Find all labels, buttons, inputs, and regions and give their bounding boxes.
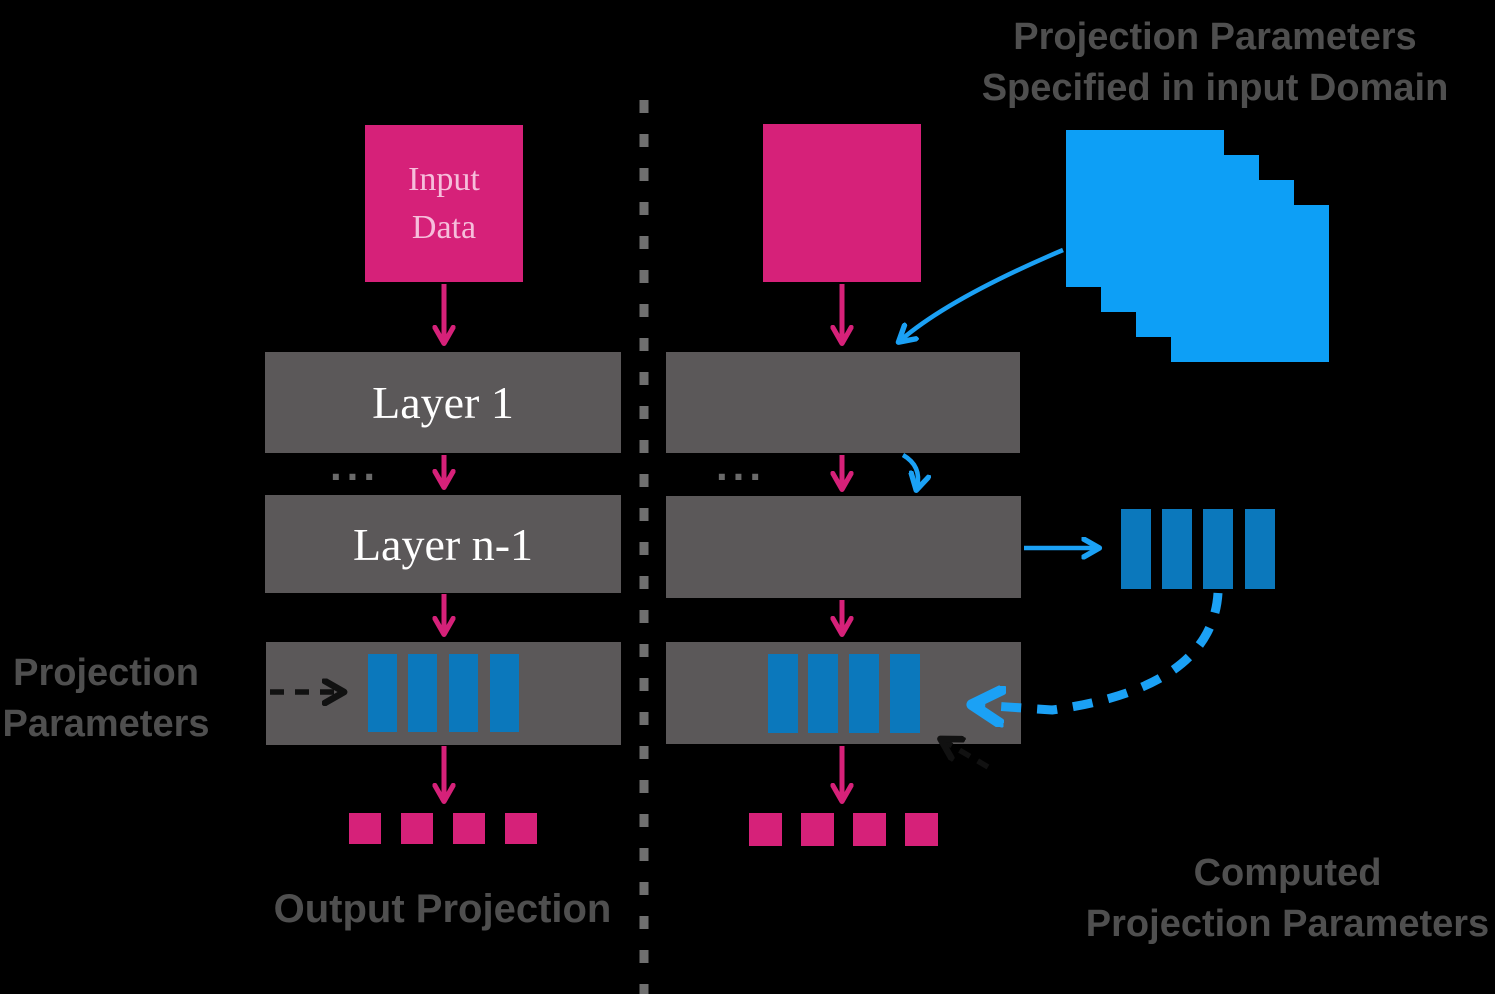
projection-layer-box-right (666, 642, 1021, 744)
layer1-label-left: Layer 1 (372, 377, 514, 428)
layer1-to-layern1-blue-arrow (901, 453, 918, 487)
param-bar (368, 654, 397, 732)
computed-param-bar (1121, 509, 1151, 589)
output-square (401, 813, 433, 844)
layer1-box-left: Layer 1 (265, 352, 621, 453)
param-bar (490, 654, 519, 732)
projection-parameters-label-left: Projection Parameters (2, 652, 210, 746)
computed-param-bar (1162, 509, 1192, 589)
output-square (905, 813, 938, 846)
computed-param-bar (1203, 509, 1233, 589)
output-square (853, 813, 886, 846)
layer-n-1-box-right (666, 496, 1021, 598)
param-bar (890, 654, 920, 733)
output-projection-label: Output Projection (273, 887, 612, 931)
sheet-to-layer1-arrow (901, 247, 1064, 340)
param-bar (768, 654, 798, 733)
param-bar (408, 654, 437, 732)
projection-params-pointer-arrow-right (944, 741, 990, 770)
projection-layer-box-left (266, 642, 621, 745)
output-square (749, 813, 782, 846)
layer-n-1-box-left: Layer n-1 (265, 495, 621, 593)
input-data-box: Input Data (365, 125, 523, 282)
title-projection-parameters-specified: Projection Parameters Specified in input… (981, 16, 1449, 110)
param-bar (849, 654, 879, 733)
computed-param-bar (1245, 509, 1275, 589)
output-square (505, 813, 537, 844)
layers-ellipsis-left: ... (330, 442, 381, 489)
param-bar (808, 654, 838, 733)
param-sheet-icon (1171, 205, 1329, 362)
layer1-box-right (666, 352, 1020, 453)
layers-ellipsis-right: ... (716, 442, 767, 489)
layer-n-1-label-left: Layer n-1 (352, 518, 534, 570)
output-square (349, 813, 381, 844)
computed-projection-parameters-label: Computed Projection Parameters (1085, 852, 1490, 946)
output-square (453, 813, 485, 844)
input-data-box-right (763, 124, 921, 282)
output-square (801, 813, 834, 846)
param-bar (449, 654, 478, 732)
